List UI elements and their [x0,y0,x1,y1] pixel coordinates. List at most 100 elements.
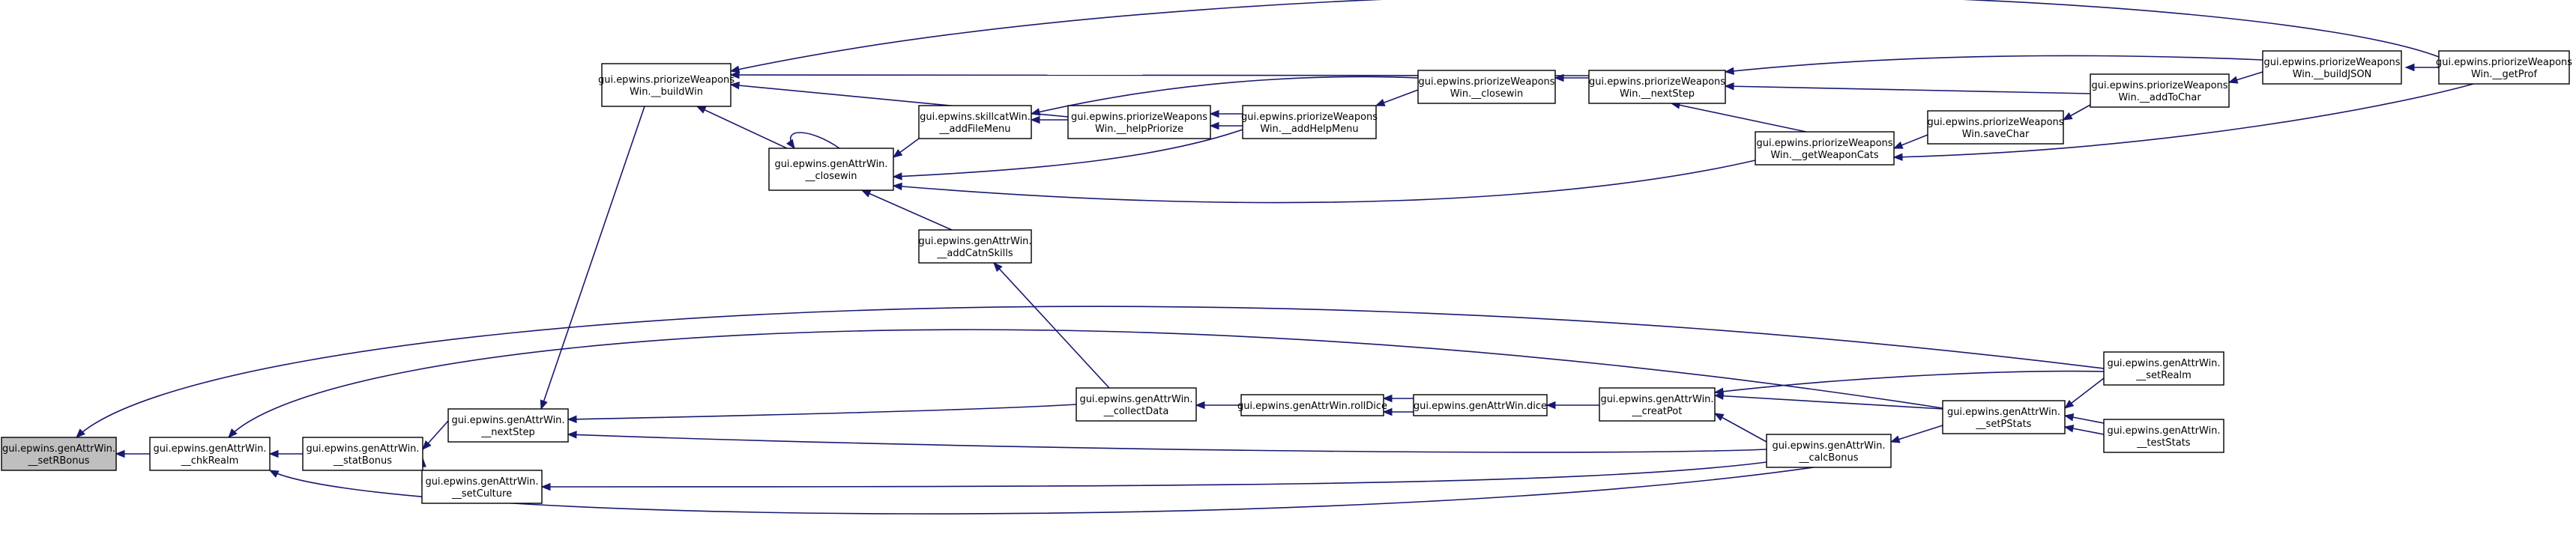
edge-arrowhead [729,81,740,90]
node-box[interactable] [1076,387,1197,422]
node-box[interactable] [1413,394,1548,416]
node-box[interactable] [1242,105,1377,139]
edge-pwClosewin-to-addHelpMenu [1375,89,1419,106]
node-label-line: gui.epwins.genAttrWin. [2,443,115,455]
edge-testStats-to-setPStats [2063,425,2105,435]
node-box[interactable] [1417,70,1556,104]
edge-arrowhead [76,428,85,438]
node-addFileMenu[interactable]: gui.epwins.skillcatWin.__addFileMenu [918,105,1032,139]
node-setRBonus[interactable]: gui.epwins.genAttrWin.__setRBonus [1,437,117,471]
node-rollDice[interactable]: gui.epwins.genAttrWin.rollDice [1237,394,1387,416]
edge-rollDice-to-collectData [1195,401,1241,410]
edge-arrowhead [422,440,432,450]
edge-arrowhead [567,415,577,424]
node-box[interactable] [1599,387,1716,422]
node-testStats[interactable]: gui.epwins.genAttrWin.__testStats [2103,419,2224,453]
edge-arrowhead [993,262,1003,273]
node-setPStats[interactable]: gui.epwins.genAttrWin.__setPStats [1942,400,2066,434]
node-label-line: gui.epwins.genAttrWin.rollDice [1237,401,1387,412]
edge-getProf-to-getWeaponCats [1892,83,2474,161]
node-box[interactable] [447,408,569,443]
node-label-line: __statBonus [333,455,392,467]
node-addHelpMenu[interactable]: gui.epwins.priorizeWeaponsWin.__addHelpM… [1241,105,1378,139]
node-box[interactable] [421,470,543,504]
node-statBonus[interactable]: gui.epwins.genAttrWin.__statBonus [302,437,423,471]
node-box[interactable] [302,437,423,471]
node-box[interactable] [601,63,732,107]
edge-setRealm-to-creatPot [1713,370,2105,395]
edge-line [1031,76,1419,115]
node-helpPriorize[interactable]: gui.epwins.priorizeWeaponsWin.__helpPrio… [1067,105,1211,139]
node-collectData[interactable]: gui.epwins.genAttrWin.__collectData [1076,387,1197,422]
node-box[interactable] [1588,70,1726,104]
node-box[interactable] [2438,50,2570,85]
edge-arrowhead [1724,67,1734,76]
node-box[interactable] [2090,73,2230,108]
node-label-line: __addCatnSkills [936,248,1013,259]
node-creatPot[interactable]: gui.epwins.genAttrWin.__creatPot [1599,387,1716,422]
node-box[interactable] [918,229,1032,264]
node-label-line: __setPStats [1976,419,2032,430]
edge-statBonus-to-chkRealm [268,449,303,458]
node-addCatnSkills[interactable]: gui.epwins.genAttrWin.__addCatnSkills [918,229,1032,264]
node-box[interactable] [2103,351,2224,386]
node-box[interactable] [1942,400,2066,434]
nodes-layer: gui.epwins.genAttrWin.__setRBonusgui.epw… [1,50,2572,504]
node-box[interactable] [149,437,271,471]
node-addToChar[interactable]: gui.epwins.priorizeWeaponsWin.__addToCha… [2090,73,2230,108]
edge-arrowhead [2063,399,2075,409]
edge-arrowhead [268,449,279,458]
node-closewin[interactable]: gui.epwins.genAttrWin.__closewin [768,148,894,191]
node-label-line: __chkRealm [181,455,239,467]
node-label-line: __testStats [2136,437,2190,449]
node-box[interactable] [768,148,894,191]
edge-arrowhead [860,189,872,198]
edge-arrowhead [786,139,795,150]
edge-arrowhead [1892,141,1904,149]
node-label-line: gui.epwins.priorizeWeapons [2091,80,2227,91]
node-box[interactable] [2103,419,2224,453]
node-box[interactable] [918,105,1032,139]
node-label-line: Win.__getWeaponCats [1770,150,1879,161]
node-label-line: gui.epwins.genAttrWin. [774,159,887,170]
node-label-line: __addFileMenu [939,124,1011,135]
edge-arrowhead [1209,121,1219,130]
edge-line [993,262,1110,389]
node-box[interactable] [1927,110,2064,145]
node-box[interactable] [1,437,117,471]
edge-chkRealm-to-setRBonus [115,449,150,458]
node-box[interactable] [1755,131,1895,166]
node-dice[interactable]: gui.epwins.genAttrWin.dice [1413,394,1548,416]
node-calcBonus[interactable]: gui.epwins.genAttrWin.__calcBonus [1766,434,1892,468]
node-setCulture[interactable]: gui.epwins.genAttrWin.__setCulture [421,470,543,504]
node-box[interactable] [1766,434,1892,468]
edge-getProf-to-buildWin [729,0,2440,73]
node-label-line: Win.__helpPriorize [1095,124,1183,135]
edge-addToChar-to-pwNextStep [1724,82,2091,94]
edge-creatPot-to-dice [1545,401,1599,410]
edge-helpPriorize-to-addFileMenu [1030,115,1068,124]
edge-calcBonus-to-setCulture [540,461,1767,491]
edge-addToChar-to-saveChar [2062,104,2091,121]
edge-line [1671,103,1807,133]
node-box[interactable] [2262,50,2402,85]
node-buildJSON[interactable]: gui.epwins.priorizeWeaponsWin.__buildJSO… [2262,50,2402,85]
node-setRealm[interactable]: gui.epwins.genAttrWin.__setRealm [2103,351,2224,386]
edge-arrowhead [1889,435,1901,443]
node-box[interactable] [1067,105,1211,139]
node-getWeaponCats[interactable]: gui.epwins.priorizeWeaponsWin.__getWeapo… [1755,131,1895,166]
node-nextStep[interactable]: gui.epwins.genAttrWin.__nextStep [447,408,569,443]
node-chkRealm[interactable]: gui.epwins.genAttrWin.__chkRealm [149,437,271,471]
edge-closewin-to-addHelpMenu [892,129,1243,180]
node-label-line: gui.epwins.genAttrWin. [2107,358,2220,369]
node-label-line: gui.epwins.genAttrWin. [425,476,538,488]
node-label-line: gui.epwins.priorizeWeapons [1927,117,2063,128]
edge-line [1725,55,2263,73]
node-box[interactable] [1240,394,1384,416]
